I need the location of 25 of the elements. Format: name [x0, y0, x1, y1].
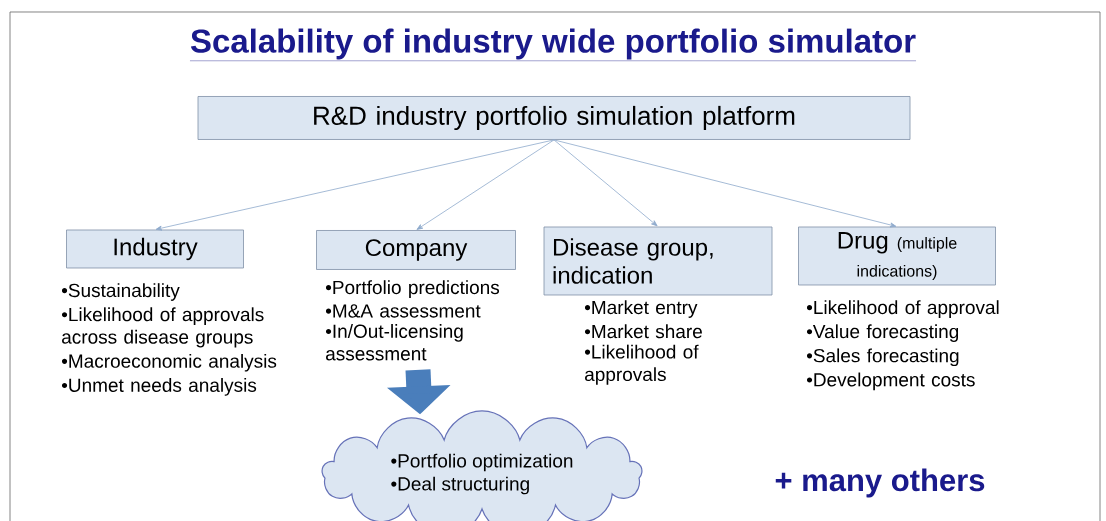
bullet-item: •Market entry: [584, 300, 698, 318]
bullet-item: •Sales forecasting: [806, 348, 959, 367]
bullet-item: •Unmet needs analysis: [61, 378, 257, 396]
arrow: [155, 139, 555, 231]
bullet-item: •Portfolio predictions: [325, 280, 500, 298]
bullet-item: •Development costs: [806, 372, 975, 391]
bullet-item: •Market share: [584, 324, 702, 339]
category-box: Drug (multiple indications): [798, 226, 996, 286]
bullet-item: •M&A assessment: [325, 304, 481, 318]
arrow: [553, 139, 658, 227]
arrow: [553, 139, 897, 228]
category-box: Industry: [66, 229, 244, 269]
bullet-item: •Likelihood of approvals: [584, 344, 699, 385]
category-box: Disease group, indication: [543, 226, 773, 296]
bullet-item: •Likelihood of approval: [806, 300, 999, 318]
category-box: Company: [316, 230, 516, 270]
title: Scalability of industry wide portfolio simulator: [189, 28, 917, 61]
bullet-item: •In/Out-licensing assessment: [325, 324, 463, 361]
title-box: R&D industry portfolio simulation platform: [197, 96, 911, 140]
arrow: [416, 139, 555, 230]
bullet-item: •Sustainability: [61, 283, 180, 301]
slogan: + many others: [775, 468, 985, 498]
bullet-item: •Likelihood of approvals across disease groups: [61, 307, 264, 348]
bullet-item: •Value forecasting: [806, 324, 959, 342]
bullet-item: •Macroeconomic analysis: [61, 353, 277, 372]
